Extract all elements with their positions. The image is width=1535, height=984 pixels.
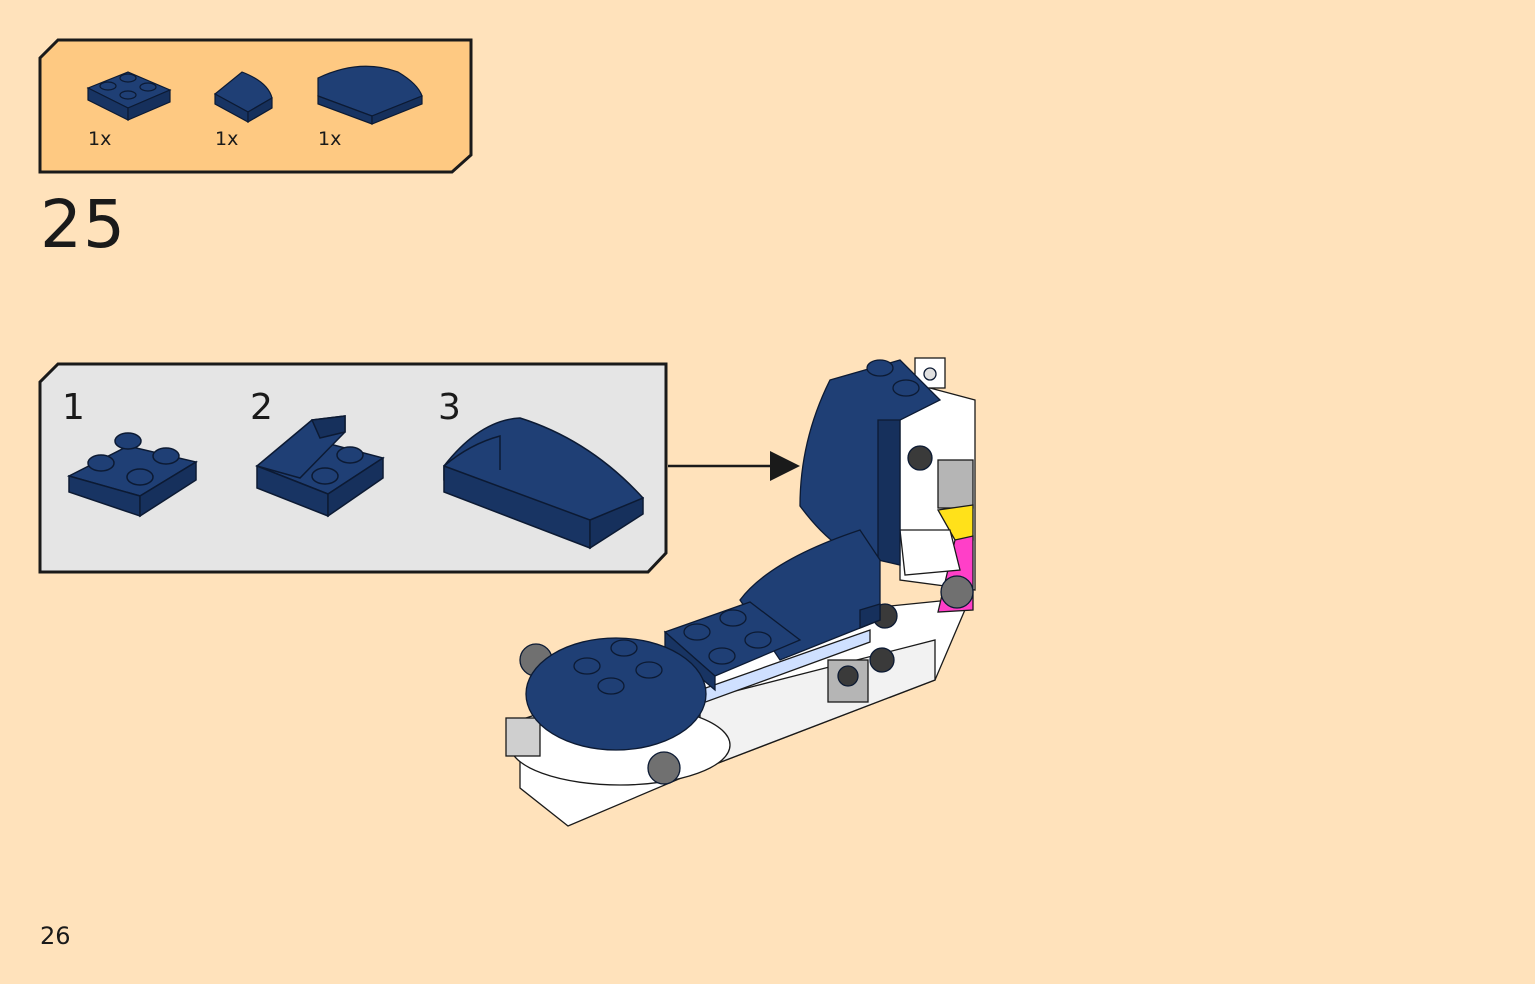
substep-1-number: 1 <box>62 387 85 428</box>
substep-3-curved-slope-illustration <box>443 417 645 550</box>
main-model-illustration <box>505 357 976 827</box>
part-3-quantity: 1x <box>318 128 342 150</box>
substep-1-plate-illustration <box>66 432 198 518</box>
part-1-quantity: 1x <box>88 128 112 150</box>
page-number: 26 <box>40 922 71 950</box>
part-2-quantity: 1x <box>215 128 239 150</box>
substep-2-plate-with-slope-illustration <box>255 415 385 518</box>
part-curved-slope-large-icon <box>317 65 423 125</box>
part-curved-slope-small-icon <box>213 71 273 124</box>
part-plate-2x2-icon <box>86 71 172 121</box>
substep-3-number: 3 <box>438 387 461 428</box>
step-number: 25 <box>40 186 126 263</box>
substep-2-number: 2 <box>250 387 273 428</box>
